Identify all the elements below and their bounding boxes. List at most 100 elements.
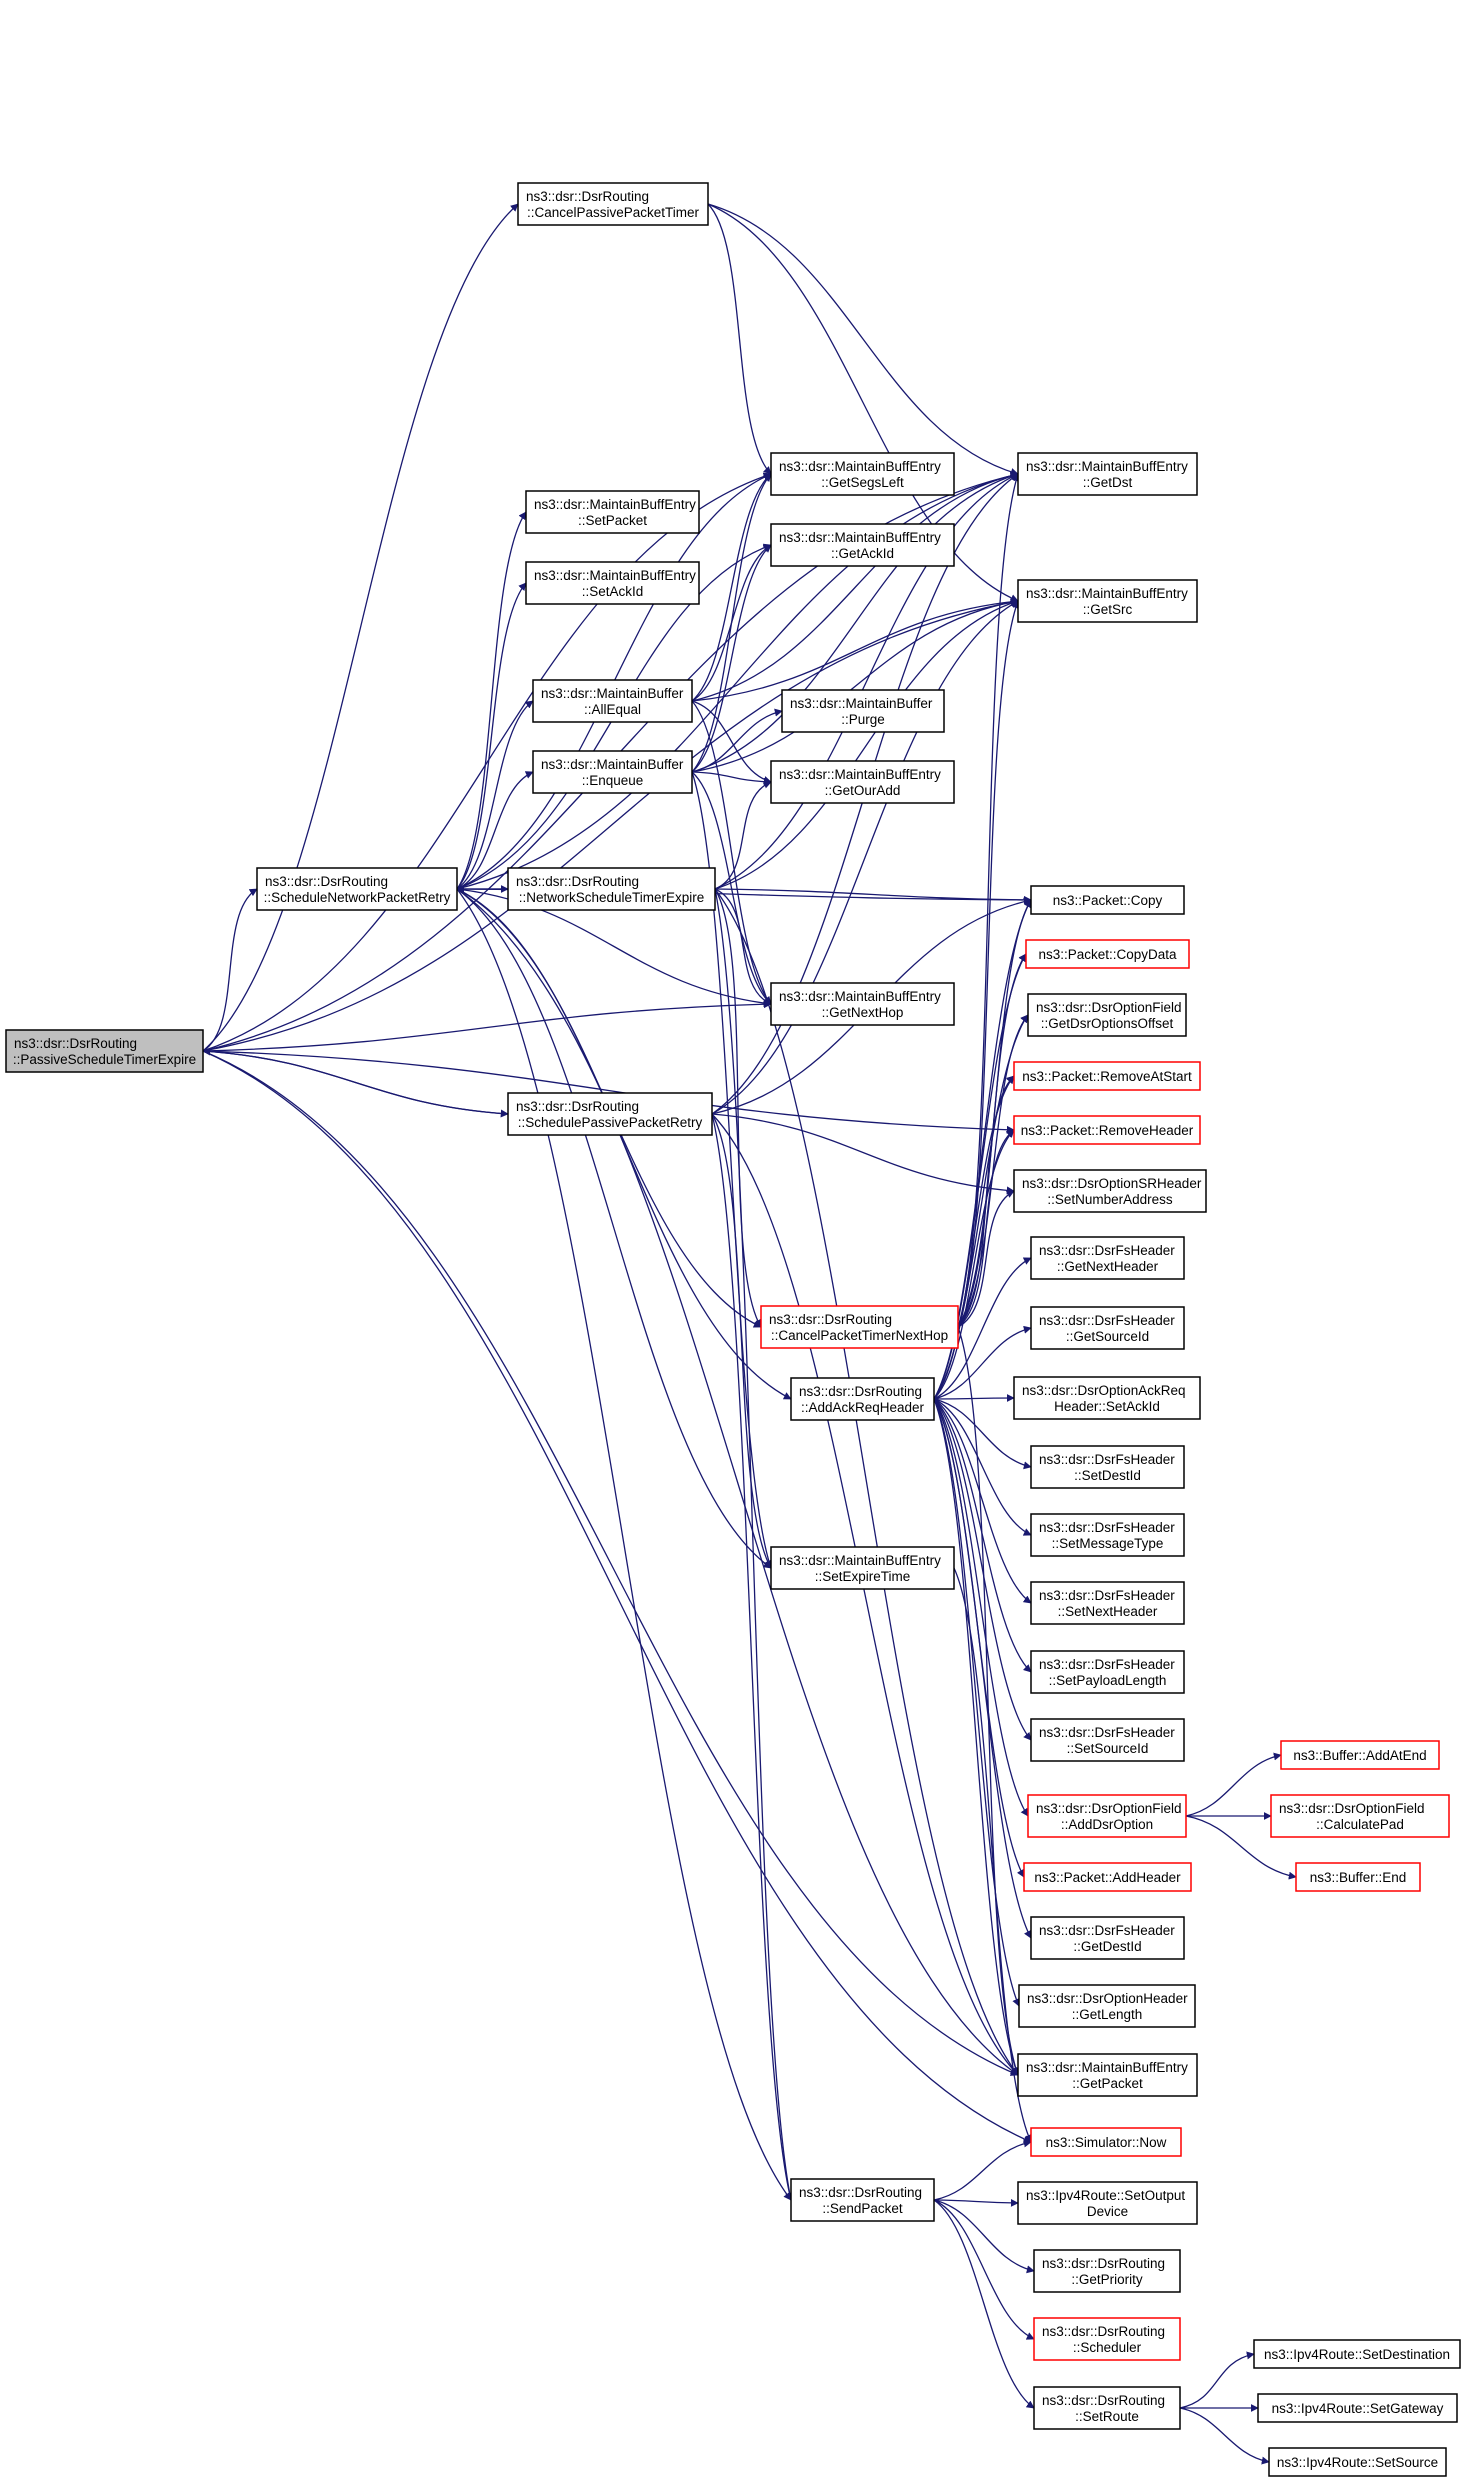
edge-send_packet-to-set_output_device — [933, 2198, 1019, 2207]
nodes-layer: ns3::dsr::DsrRouting::PassiveScheduleTim… — [5, 182, 1461, 2477]
node-fs_get_next_header[interactable]: ns3::dsr::DsrFsHeader::GetNextHeader — [1030, 1236, 1185, 1280]
edge-add_ack_req_header-to-fs_set_dest_id — [933, 1398, 1032, 1470]
node-box-network_timer_expire — [507, 867, 716, 911]
node-label-schedule_passive_retry-line-0: ns3::dsr::DsrRouting — [516, 1099, 639, 1114]
node-get_packet[interactable]: ns3::dsr::MaintainBuffEntry::GetPacket — [1017, 2053, 1198, 2097]
node-label-get_packet-line-1: ::GetPacket — [1072, 2076, 1143, 2091]
node-schedule_passive_retry[interactable]: ns3::dsr::DsrRouting::SchedulePassivePac… — [507, 1092, 713, 1136]
node-remove_at_start[interactable]: ns3::Packet::RemoveAtStart — [1013, 1061, 1201, 1091]
node-ackreq_set_ack_id[interactable]: ns3::dsr::DsrOptionAckReqHeader::SetAckI… — [1013, 1376, 1201, 1420]
node-simulator_now[interactable]: ns3::Simulator::Now — [1030, 2127, 1182, 2157]
node-fs_get_dest_id[interactable]: ns3::dsr::DsrFsHeader::GetDestId — [1030, 1916, 1185, 1960]
node-calculate_pad[interactable]: ns3::dsr::DsrOptionField::CalculatePad — [1270, 1794, 1450, 1838]
node-label-network_timer_expire-line-0: ns3::dsr::DsrRouting — [516, 874, 639, 889]
node-box-set_destination — [1253, 2339, 1461, 2369]
node-set_number_address[interactable]: ns3::dsr::DsrOptionSRHeader::SetNumberAd… — [1013, 1169, 1207, 1213]
node-fs_set_next_header[interactable]: ns3::dsr::DsrFsHeader::SetNextHeader — [1030, 1581, 1185, 1625]
node-all_equal[interactable]: ns3::dsr::MaintainBuffer::AllEqual — [532, 679, 693, 723]
node-box-cancel_passive_timer — [517, 182, 709, 226]
node-opt_get_length[interactable]: ns3::dsr::DsrOptionHeader::GetLength — [1018, 1984, 1196, 2028]
node-purge[interactable]: ns3::dsr::MaintainBuffer::Purge — [781, 689, 945, 733]
node-get_segs_left[interactable]: ns3::dsr::MaintainBuffEntry::GetSegsLeft — [770, 452, 955, 496]
node-label-calculate_pad-line-0: ns3::dsr::DsrOptionField — [1279, 1801, 1425, 1816]
node-add_header[interactable]: ns3::Packet::AddHeader — [1023, 1862, 1192, 1892]
node-label-add_dsr_option-line-1: ::AddDsrOption — [1061, 1817, 1153, 1832]
node-get_our_add[interactable]: ns3::dsr::MaintainBuffEntry::GetOurAdd — [770, 760, 955, 804]
node-box-remove_header — [1013, 1115, 1201, 1145]
node-packet_copy_data[interactable]: ns3::Packet::CopyData — [1025, 939, 1190, 969]
edge-network_timer_expire-to-cancel_timer_next_hop — [714, 888, 762, 1328]
node-fs_get_source_id[interactable]: ns3::dsr::DsrFsHeader::GetSourceId — [1030, 1306, 1185, 1350]
node-send_packet[interactable]: ns3::dsr::DsrRouting::SendPacket — [790, 2178, 935, 2222]
node-fs_set_source_id[interactable]: ns3::dsr::DsrFsHeader::SetSourceId — [1030, 1718, 1185, 1762]
node-label-set_packet-line-0: ns3::dsr::MaintainBuffEntry — [534, 497, 696, 512]
node-cancel_passive_timer[interactable]: ns3::dsr::DsrRouting::CancelPassivePacke… — [517, 182, 709, 226]
node-box-fs_set_payload_length — [1030, 1650, 1185, 1694]
edge-network_timer_expire-to-get_src — [714, 599, 1019, 890]
node-get_dsr_options_offset[interactable]: ns3::dsr::DsrOptionField::GetDsrOptionsO… — [1027, 993, 1187, 1037]
node-fs_set_dest_id[interactable]: ns3::dsr::DsrFsHeader::SetDestId — [1030, 1445, 1185, 1489]
node-fs_set_message_type[interactable]: ns3::dsr::DsrFsHeader::SetMessageType — [1030, 1513, 1185, 1557]
edge-send_packet-to-get_priority — [933, 2199, 1035, 2274]
edge-cancel_timer_next_hop-to-get_packet — [957, 1326, 1020, 2076]
node-add_ack_req_header[interactable]: ns3::dsr::DsrRouting::AddAckReqHeader — [790, 1377, 935, 1421]
node-set_destination[interactable]: ns3::Ipv4Route::SetDestination — [1253, 2339, 1461, 2369]
node-get_next_hop[interactable]: ns3::dsr::MaintainBuffEntry::GetNextHop — [770, 982, 955, 1026]
node-schedule_network_retry[interactable]: ns3::dsr::DsrRouting::ScheduleNetworkPac… — [256, 867, 458, 911]
node-fs_set_payload_length[interactable]: ns3::dsr::DsrFsHeader::SetPayloadLength — [1030, 1650, 1185, 1694]
node-label-add_ack_req_header-line-0: ns3::dsr::DsrRouting — [799, 1384, 922, 1399]
node-buffer_add_at_end[interactable]: ns3::Buffer::AddAtEnd — [1280, 1740, 1440, 1770]
node-set_source[interactable]: ns3::Ipv4Route::SetSource — [1268, 2447, 1447, 2477]
node-box-fs_get_next_header — [1030, 1236, 1185, 1280]
node-get_priority[interactable]: ns3::dsr::DsrRouting::GetPriority — [1033, 2249, 1181, 2293]
node-cancel_timer_next_hop[interactable]: ns3::dsr::DsrRouting::CancelPacketTimerN… — [760, 1305, 959, 1349]
node-set_expire_time[interactable]: ns3::dsr::MaintainBuffEntry::SetExpireTi… — [770, 1546, 955, 1590]
node-box-get_ack_id — [770, 523, 955, 567]
edge-all_equal-to-get_dst — [691, 471, 1019, 702]
node-label-passive_expire-line-0: ns3::dsr::DsrRouting — [14, 1036, 137, 1051]
node-enqueue[interactable]: ns3::dsr::MaintainBuffer::Enqueue — [532, 750, 693, 794]
edge-all_equal-to-get_segs_left — [691, 473, 772, 702]
node-box-send_packet — [790, 2178, 935, 2222]
edge-schedule_network_retry-to-set_packet — [456, 511, 527, 890]
node-label-get_priority-line-1: ::GetPriority — [1071, 2272, 1143, 2287]
node-box-calculate_pad — [1270, 1794, 1450, 1838]
node-get_src[interactable]: ns3::dsr::MaintainBuffEntry::GetSrc — [1017, 579, 1198, 623]
node-label-remove_header-line-0: ns3::Packet::RemoveHeader — [1021, 1123, 1194, 1138]
edge-schedule_network_retry-to-get_packet — [456, 888, 1019, 2076]
node-label-get_segs_left-line-0: ns3::dsr::MaintainBuffEntry — [779, 459, 941, 474]
edge-add_ack_req_header-to-fs_set_message_type — [933, 1398, 1032, 1536]
node-passive_expire[interactable]: ns3::dsr::DsrRouting::PassiveScheduleTim… — [5, 1029, 204, 1073]
node-box-buffer_end — [1295, 1862, 1421, 1892]
node-get_dst[interactable]: ns3::dsr::MaintainBuffEntry::GetDst — [1017, 452, 1198, 496]
edge-passive_expire-to-get_next_hop — [202, 1000, 772, 1052]
node-label-purge-line-0: ns3::dsr::MaintainBuffer — [790, 696, 933, 711]
node-label-fs_set_message_type-line-1: ::SetMessageType — [1052, 1536, 1164, 1551]
node-get_ack_id[interactable]: ns3::dsr::MaintainBuffEntry::GetAckId — [770, 523, 955, 567]
edge-add_ack_req_header-to-fs_get_next_header — [933, 1257, 1032, 1400]
node-label-passive_expire-line-1: ::PassiveScheduleTimerExpire — [13, 1052, 196, 1067]
node-box-schedule_passive_retry — [507, 1092, 713, 1136]
node-network_timer_expire[interactable]: ns3::dsr::DsrRouting::NetworkScheduleTim… — [507, 867, 716, 911]
node-packet_copy[interactable]: ns3::Packet::Copy — [1030, 885, 1185, 915]
node-label-send_packet-line-1: ::SendPacket — [822, 2201, 903, 2216]
edge-schedule_network_retry-to-set_ack_id — [456, 582, 527, 890]
node-buffer_end[interactable]: ns3::Buffer::End — [1295, 1862, 1421, 1892]
node-label-simulator_now-line-0: ns3::Simulator::Now — [1046, 2135, 1167, 2150]
node-set_ack_id[interactable]: ns3::dsr::MaintainBuffEntry::SetAckId — [525, 561, 700, 605]
node-box-get_src — [1017, 579, 1198, 623]
node-label-get_dst-line-1: ::GetDst — [1083, 475, 1133, 490]
node-set_route[interactable]: ns3::dsr::DsrRouting::SetRoute — [1033, 2386, 1181, 2430]
edge-add_ack_req_header-to-fs_get_source_id — [933, 1325, 1032, 1400]
node-label-ackreq_set_ack_id-line-1: Header::SetAckId — [1054, 1399, 1160, 1414]
node-add_dsr_option[interactable]: ns3::dsr::DsrOptionField::AddDsrOption — [1027, 1794, 1187, 1838]
edge-add_ack_req_header-to-remove_at_start — [933, 1075, 1015, 1400]
node-set_packet[interactable]: ns3::dsr::MaintainBuffEntry::SetPacket — [525, 490, 700, 534]
edge-add_ack_req_header-to-ackreq_set_ack_id — [933, 1394, 1015, 1403]
node-scheduler[interactable]: ns3::dsr::DsrRouting::Scheduler — [1033, 2317, 1181, 2361]
node-box-cancel_timer_next_hop — [760, 1305, 959, 1349]
node-remove_header[interactable]: ns3::Packet::RemoveHeader — [1013, 1115, 1201, 1145]
node-box-scheduler — [1033, 2317, 1181, 2361]
node-set_gateway[interactable]: ns3::Ipv4Route::SetGateway — [1257, 2393, 1458, 2423]
